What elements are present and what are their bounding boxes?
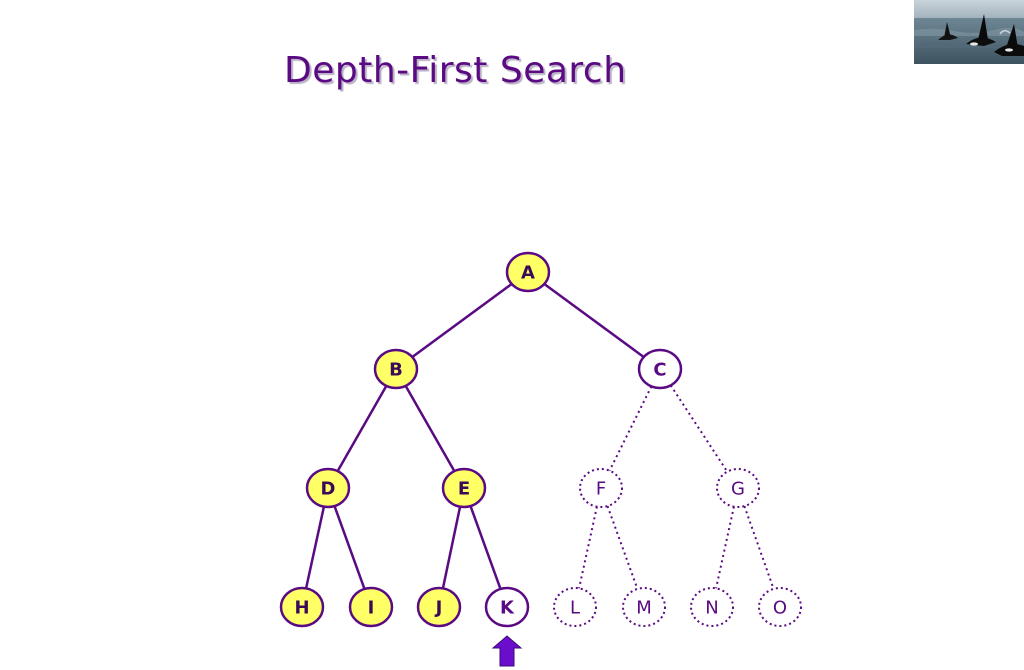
node-j-label: J: [434, 598, 443, 619]
edge-g-o: [743, 505, 775, 590]
node-c-circle: [637, 348, 683, 390]
orca-photo: [914, 0, 1024, 64]
node-h-label: H: [294, 598, 309, 619]
node-o: O: [758, 587, 802, 627]
node-h-circle: [279, 586, 325, 628]
node-g: G: [716, 468, 760, 508]
node-n-label: N: [705, 598, 718, 619]
node-f: F: [579, 468, 623, 508]
node-d-circle: [305, 467, 351, 509]
orca-whales-photo-icon: [914, 0, 1024, 64]
edge-d-h: [304, 506, 326, 589]
slide-title: Depth-First Search: [284, 50, 627, 91]
node-k: K: [484, 586, 530, 628]
node-e-label: E: [458, 479, 470, 500]
current-node-pointer: [491, 635, 523, 667]
node-f-label: F: [596, 479, 606, 500]
edge-f-l: [578, 506, 598, 589]
node-g-circle: [716, 468, 760, 508]
edge-c-f: [608, 385, 653, 472]
node-m-circle: [622, 587, 666, 627]
node-m: M: [622, 587, 666, 627]
node-o-label: O: [773, 598, 787, 619]
node-i-label: I: [368, 598, 375, 619]
edge-a-c: [543, 282, 645, 359]
node-c: C: [637, 348, 683, 390]
node-i: I: [348, 586, 394, 628]
node-l-label: L: [570, 598, 580, 619]
node-d-label: D: [321, 479, 336, 500]
node-h: H: [279, 586, 325, 628]
tree-edges: [304, 282, 775, 590]
node-a-circle: [505, 251, 551, 293]
node-g-label: G: [731, 479, 745, 500]
node-m-label: M: [636, 598, 652, 619]
edge-c-g: [669, 384, 729, 473]
up-arrow-icon: [491, 635, 523, 667]
node-i-circle: [348, 586, 394, 628]
node-f-circle: [579, 468, 623, 508]
node-a-label: A: [521, 263, 535, 284]
node-c-label: C: [653, 360, 666, 381]
node-n: N: [690, 587, 734, 627]
node-j-circle: [416, 586, 462, 628]
node-b: B: [373, 348, 419, 390]
node-e: E: [441, 467, 487, 509]
edge-e-k: [469, 505, 502, 590]
tree-nodes: A B C D E F G H I J K L M N O: [279, 251, 802, 628]
node-a: A: [505, 251, 551, 293]
edge-f-m: [606, 505, 639, 590]
node-o-circle: [758, 587, 802, 627]
edge-g-n: [715, 506, 735, 589]
edge-b-e: [404, 385, 456, 472]
edge-e-j: [441, 506, 462, 589]
node-l: L: [553, 587, 597, 627]
edge-a-b: [411, 282, 513, 359]
node-b-circle: [373, 348, 419, 390]
node-l-circle: [553, 587, 597, 627]
node-j: J: [416, 586, 462, 628]
node-d: D: [305, 467, 351, 509]
node-k-label: K: [500, 598, 515, 619]
node-e-circle: [441, 467, 487, 509]
edge-b-d: [336, 385, 388, 472]
edge-d-i: [333, 505, 366, 590]
node-b-label: B: [389, 360, 403, 381]
node-n-circle: [690, 587, 734, 627]
node-k-circle: [484, 586, 530, 628]
